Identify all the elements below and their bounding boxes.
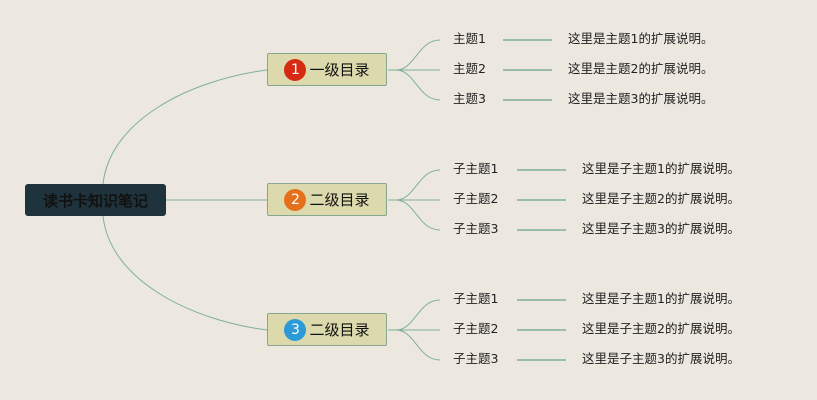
branch-label: 一级目录 <box>309 61 370 79</box>
branch-label: 二级目录 <box>309 321 370 339</box>
branch-label: 二级目录 <box>309 191 370 209</box>
subtopic-description[interactable]: 这里是子主题3的扩展说明。 <box>582 351 740 366</box>
subtopic[interactable]: 主题1 <box>453 31 486 46</box>
number-badge-icon: 2 <box>284 188 307 211</box>
connector-root-branch-3 <box>102 215 268 331</box>
connector-root-branch-1 <box>102 69 268 185</box>
connector-branch-3-item-3 <box>388 329 441 361</box>
subtopic-description[interactable]: 这里是子主题2的扩展说明。 <box>582 191 740 206</box>
number-badge-icon: 1 <box>284 58 307 81</box>
subtopic-description[interactable]: 这里是子主题1的扩展说明。 <box>582 161 740 176</box>
connector-branch-1-item-3 <box>388 69 441 101</box>
connector-branch-2-item-3 <box>388 199 441 231</box>
subtopic[interactable]: 子主题3 <box>453 221 499 236</box>
subtopic[interactable]: 子主题3 <box>453 351 499 366</box>
root-topic[interactable]: 读书卡知识笔记 <box>25 184 166 216</box>
number-badge-icon: 3 <box>284 318 307 341</box>
subtopic[interactable]: 子主题1 <box>453 161 499 176</box>
subtopic-description[interactable]: 这里是子主题3的扩展说明。 <box>582 221 740 236</box>
subtopic-description[interactable]: 这里是主题2的扩展说明。 <box>568 61 714 76</box>
subtopic-description[interactable]: 这里是子主题1的扩展说明。 <box>582 291 740 306</box>
subtopic[interactable]: 主题2 <box>453 61 486 76</box>
connector-branch-1-item-1 <box>388 39 441 71</box>
subtopic[interactable]: 子主题1 <box>453 291 499 306</box>
connector-branch-2-item-1 <box>388 169 441 201</box>
subtopic[interactable]: 子主题2 <box>453 191 499 206</box>
connector-branch-3-item-1 <box>388 299 441 331</box>
subtopic-description[interactable]: 这里是主题1的扩展说明。 <box>568 31 714 46</box>
subtopic[interactable]: 主题3 <box>453 91 486 106</box>
subtopic[interactable]: 子主题2 <box>453 321 499 336</box>
subtopic-description[interactable]: 这里是主题3的扩展说明。 <box>568 91 714 106</box>
subtopic-description[interactable]: 这里是子主题2的扩展说明。 <box>582 321 740 336</box>
